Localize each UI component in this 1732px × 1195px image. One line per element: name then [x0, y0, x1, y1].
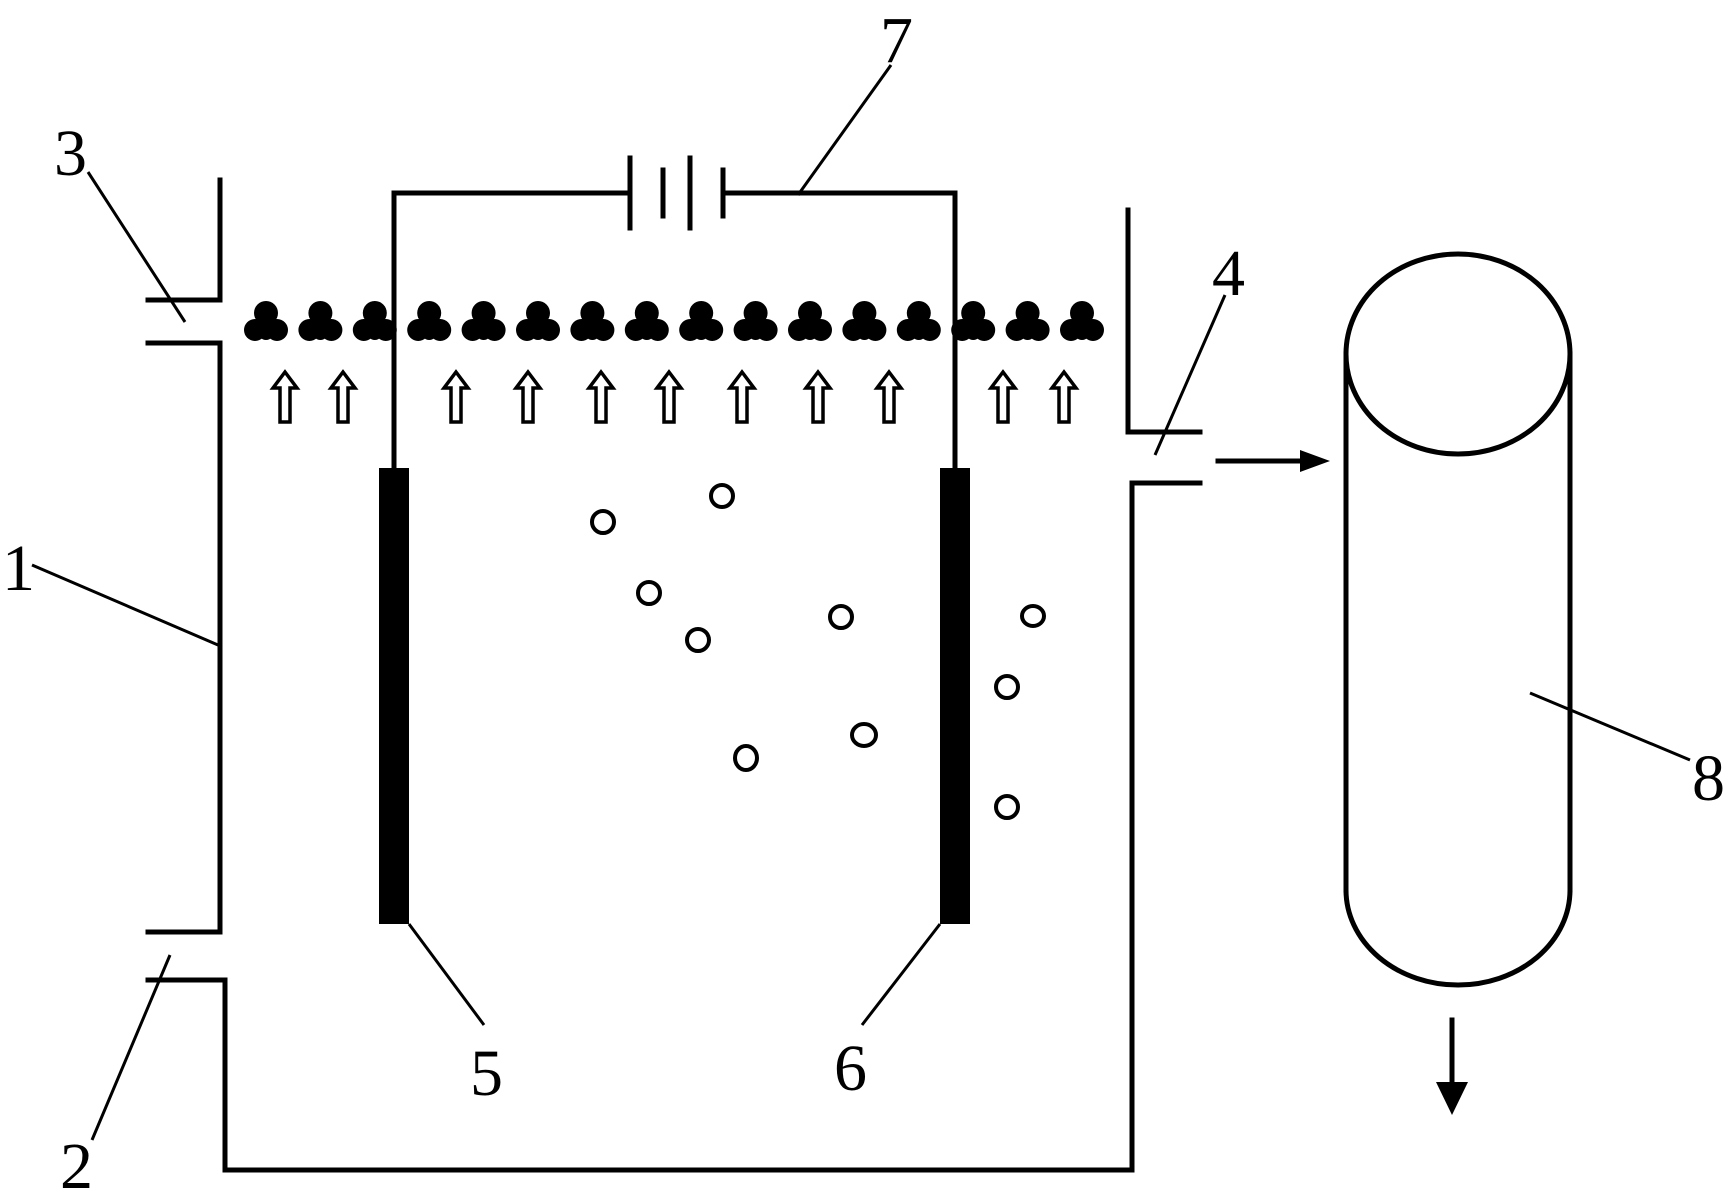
electrodes — [379, 468, 970, 924]
part-labels: 1 2 3 4 5 6 7 8 — [2, 4, 1725, 1195]
rising-arrow — [873, 369, 905, 424]
label-2: 2 — [60, 1130, 93, 1195]
column-top — [1343, 251, 1573, 457]
separation-column — [1343, 251, 1573, 988]
rising-arrow — [726, 369, 758, 424]
label-8: 8 — [1692, 742, 1725, 815]
label-7: 7 — [880, 4, 913, 77]
bubble — [994, 794, 1020, 820]
bubble — [709, 483, 735, 509]
rising-arrow — [327, 369, 359, 424]
bubble — [685, 627, 711, 653]
circuit-wire-left — [391, 190, 631, 471]
cathode-electrode — [940, 468, 970, 924]
label-5: 5 — [470, 1037, 503, 1110]
leader-lines — [31, 64, 1691, 1141]
floc — [298, 301, 343, 341]
leader-1 — [31, 563, 219, 647]
bubble — [1020, 604, 1046, 628]
column-output-arrow — [1436, 1017, 1468, 1115]
circuit-wire-right — [722, 190, 958, 471]
power-circuit — [391, 155, 958, 471]
rising-arrow — [1048, 369, 1080, 424]
rising-arrow — [585, 369, 617, 424]
floc — [1060, 301, 1104, 341]
bubble — [733, 744, 759, 772]
floc — [516, 301, 560, 341]
floc — [624, 301, 669, 341]
leader-5 — [407, 923, 486, 1026]
tank-left-wall-middle — [145, 340, 223, 935]
floc — [407, 301, 452, 341]
leader-3 — [86, 171, 187, 323]
floc — [842, 301, 887, 341]
leader-8 — [1529, 691, 1691, 762]
rising-arrow — [269, 369, 301, 424]
rising-arrow — [440, 369, 472, 424]
label-6: 6 — [834, 1032, 867, 1105]
floc — [570, 301, 615, 341]
rising-arrow — [802, 369, 834, 424]
leader-2 — [90, 954, 172, 1141]
tank-right-wall-top — [1125, 207, 1203, 435]
floc — [679, 301, 724, 341]
floc — [951, 301, 996, 341]
tank-bottom-wall — [145, 480, 1203, 1173]
rising-arrows — [269, 369, 1080, 424]
floc — [896, 301, 941, 341]
label-4: 4 — [1212, 237, 1245, 310]
floc — [244, 301, 288, 341]
floc — [1005, 301, 1050, 341]
label-3: 3 — [54, 117, 87, 190]
rising-arrow — [653, 369, 685, 424]
bubble — [828, 604, 854, 630]
anode-electrode — [379, 468, 409, 924]
rising-arrow — [987, 369, 1019, 424]
leader-7 — [796, 64, 893, 196]
rising-arrow — [512, 369, 544, 424]
leader-4 — [1153, 294, 1227, 456]
gas-bubbles — [590, 483, 1046, 820]
floc-layer — [244, 301, 1104, 341]
floc — [352, 301, 397, 341]
floc — [788, 301, 832, 341]
outlet-flow-arrow — [1215, 450, 1330, 472]
floc — [461, 301, 506, 341]
bubble — [636, 580, 662, 606]
bubble — [994, 674, 1020, 700]
floc — [733, 301, 778, 341]
bubble — [590, 509, 616, 535]
label-1: 1 — [2, 532, 35, 605]
leader-6 — [860, 923, 942, 1026]
bubble — [850, 722, 878, 748]
